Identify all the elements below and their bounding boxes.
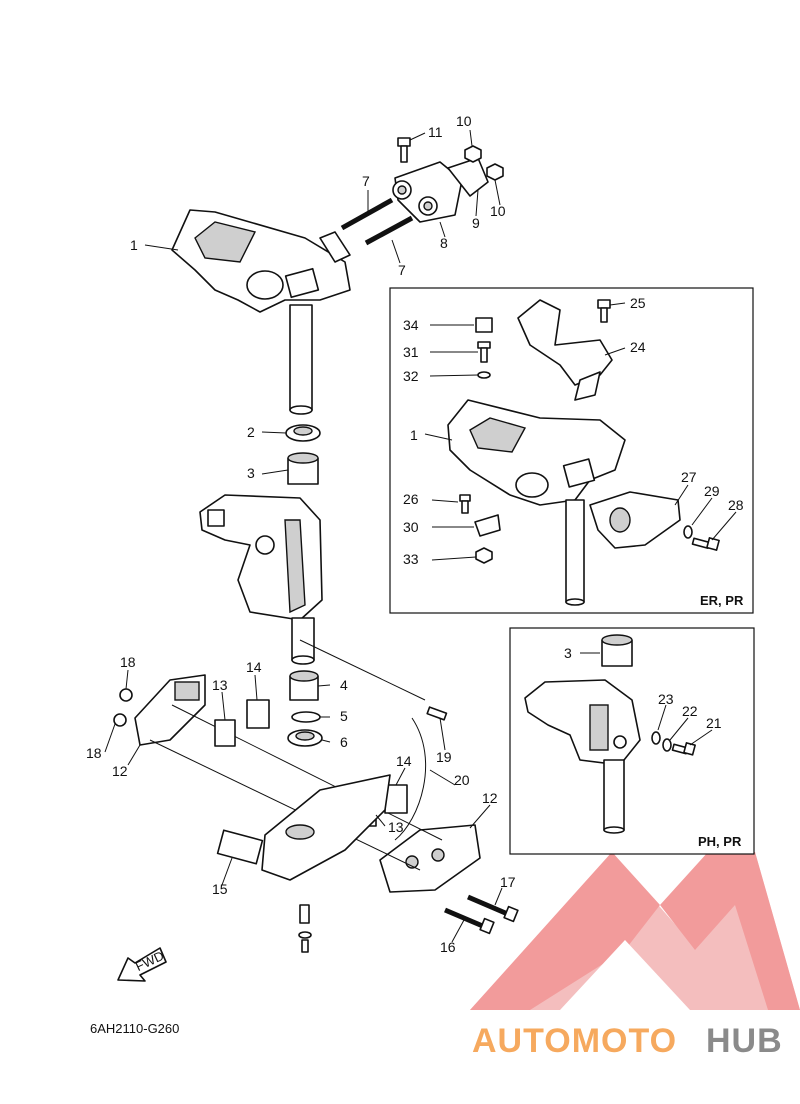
callout-13b: 13: [388, 819, 404, 835]
callout-19: 19: [436, 749, 452, 765]
callout-3: 3: [247, 465, 255, 481]
callout-22: 22: [682, 703, 698, 719]
callout-23: 23: [658, 691, 674, 707]
callout-10b: 10: [490, 203, 506, 219]
callout-21: 21: [706, 715, 722, 731]
bracket-8: [392, 161, 463, 223]
callout-28: 28: [728, 497, 744, 513]
callout-13a: 13: [212, 677, 228, 693]
callout-20: 20: [454, 772, 470, 788]
bolt-11: [397, 137, 411, 163]
nut-10b: [486, 163, 504, 181]
mount-rear-12: [379, 824, 481, 893]
callout-inset-1: 1: [410, 427, 418, 443]
bolt-17: [467, 894, 519, 923]
callout-numbers: 1 2 3 4 5 6 7 7 8 9 10 10 11 12 12 13 13…: [86, 113, 744, 955]
damper-14a: [246, 699, 270, 729]
bushing-3-inset: [601, 634, 633, 667]
callout-1: 1: [130, 237, 138, 253]
screw-bottom: [298, 904, 312, 953]
nut-18a: [119, 688, 133, 702]
diagram-code: 6AH2110-G260: [90, 1021, 179, 1036]
bushing-3: [287, 452, 319, 485]
callout-17: 17: [500, 874, 516, 890]
callout-14a: 14: [246, 659, 262, 675]
bushing-4: [289, 670, 319, 701]
stud-bolts: [340, 197, 414, 246]
leader-lines: [104, 129, 737, 943]
bolt-21: [671, 742, 696, 756]
steering-bracket-inset: [447, 399, 626, 606]
callout-32: 32: [403, 368, 419, 384]
nut-18b: [113, 713, 127, 727]
callout-9: 9: [472, 215, 480, 231]
washer-23: [651, 731, 661, 745]
inset-er-pr: ER, PR: [389, 287, 754, 614]
callout-6: 6: [340, 734, 348, 750]
inset-label-er-pr: ER, PR: [700, 593, 744, 608]
callout-11: 11: [428, 124, 443, 140]
watermark-text-a: AUTOMOTO: [472, 1022, 677, 1060]
callout-inset-3: 3: [564, 645, 572, 661]
callout-18a: 18: [120, 654, 136, 670]
bolt-28: [691, 537, 720, 551]
callout-26: 26: [403, 491, 419, 507]
callout-7b: 7: [398, 262, 406, 278]
lower-housing: [261, 774, 391, 881]
callout-5: 5: [340, 708, 348, 724]
washer-22: [662, 738, 672, 752]
callout-16: 16: [440, 939, 456, 955]
tiller-arm: [517, 299, 613, 401]
washer-6: [287, 729, 323, 747]
o-ring-5: [291, 711, 321, 723]
watermark-text: AUTOMOTO HUB: [472, 1022, 783, 1060]
callout-24: 24: [630, 339, 646, 355]
inset-label-ph-pr: PH, PR: [698, 834, 742, 849]
inset-ph-pr: PH, PR: [509, 627, 755, 855]
callout-4: 4: [340, 677, 348, 693]
plate-15: [216, 829, 264, 865]
callout-14b: 14: [396, 753, 412, 769]
cap-34: [475, 317, 493, 333]
callout-2: 2: [247, 424, 255, 440]
bolt-26: [459, 494, 471, 514]
plate-9: [447, 157, 489, 197]
swivel-bracket-inset: [524, 679, 641, 834]
watermark-text-b: HUB: [706, 1022, 783, 1060]
washer-29: [683, 525, 693, 539]
callout-10a: 10: [456, 113, 472, 129]
watermark-logo: [470, 852, 800, 1010]
plate-30: [474, 514, 501, 537]
swivel-bracket: [199, 494, 323, 665]
friction-piece-27: [589, 491, 681, 549]
nut-33: [475, 547, 493, 564]
callout-15: 15: [212, 881, 228, 897]
callout-12b: 12: [482, 790, 498, 806]
damper-13a: [214, 719, 236, 747]
ground-lead-20: [394, 717, 426, 841]
nut-10a: [464, 145, 482, 163]
callout-27: 27: [681, 469, 697, 485]
washer-32: [477, 371, 491, 379]
callout-33: 33: [403, 551, 419, 567]
bolt-19: [426, 706, 448, 721]
callout-31: 31: [403, 344, 419, 360]
bolt-16: [444, 907, 495, 935]
callout-25: 25: [630, 295, 646, 311]
callout-8: 8: [440, 235, 448, 251]
callout-18b: 18: [86, 745, 102, 761]
callout-12a: 12: [112, 763, 128, 779]
bushing-2: [285, 424, 321, 442]
callout-7a: 7: [362, 173, 370, 189]
callout-29: 29: [704, 483, 720, 499]
fwd-arrow: FWD: [117, 947, 167, 982]
bolt-25: [597, 299, 611, 323]
callout-34: 34: [403, 317, 419, 333]
callout-30: 30: [403, 519, 419, 535]
mount-front-12: [134, 674, 206, 746]
bolt-31: [477, 341, 491, 363]
steering-bracket: [171, 209, 351, 415]
